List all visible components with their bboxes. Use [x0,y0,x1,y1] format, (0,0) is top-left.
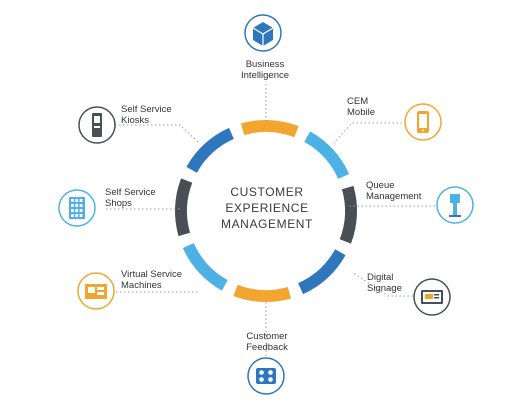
node-label-virtual-service-machines: Virtual Service Machines [121,269,182,291]
shop-building-icon [58,189,96,227]
ring-segment [297,249,346,295]
ring-segment [240,120,299,138]
node-label-line: Machines [121,280,162,291]
node-label-line: Management [366,191,422,202]
node-label-line: CEM [347,96,369,107]
center-title-line-3: MANAGEMENT [220,217,313,231]
node-label-self-service-shops: Self Service Shops [105,187,156,209]
node-label-line: Kiosks [121,115,149,126]
node-icons [58,14,474,395]
ring-segment [186,127,235,173]
node-label-business-intelligence: Business Intelligence [236,59,294,81]
digital-screen-icon [413,278,451,316]
node-label-line: Shops [105,198,132,209]
center-title-line-2: EXPERIENCE [225,201,309,215]
node-label-line: Business [245,59,285,70]
connector-line [115,124,199,143]
service-machine-icon [77,272,115,310]
central-ring [175,120,357,302]
node-label-line: Signage [367,283,402,294]
connector-line [333,122,402,144]
connector-line [351,271,413,297]
ring-segment [339,185,357,244]
node-label-customer-feedback: Customer Feedback [240,331,294,353]
cube-icon [244,14,282,52]
ring-segment [304,131,350,180]
kiosk-icon [78,106,116,144]
mobile-phone-icon [404,103,442,141]
node-label-line: Customer [246,331,288,342]
node-label-cem-mobile: CEM Mobile [347,96,375,118]
node-label-digital-signage: Digital Signage [367,272,402,294]
center-title: CUSTOMER EXPERIENCE MANAGEMENT [205,184,329,232]
queue-kiosk-icon [436,186,474,224]
node-label-line: Self Service [105,187,156,198]
node-label-line: Digital [367,272,394,283]
ring-segment [182,242,228,291]
connector-lines [100,84,443,360]
ring-segment [175,178,193,237]
node-label-line: Self Service [121,104,172,115]
node-label-self-service-kiosks: Self Service Kiosks [121,104,172,126]
node-label-line: Mobile [347,107,375,118]
node-label-line: Virtual Service [121,269,183,280]
node-label-line: Feedback [246,342,288,353]
node-label-line: Queue [366,180,395,191]
ring-segment [233,284,292,302]
node-label-line: Intelligence [240,70,290,81]
node-label-queue-management: Queue Management [366,180,421,202]
feedback-panel-icon [247,357,285,395]
center-title-line-1: CUSTOMER [230,185,304,199]
